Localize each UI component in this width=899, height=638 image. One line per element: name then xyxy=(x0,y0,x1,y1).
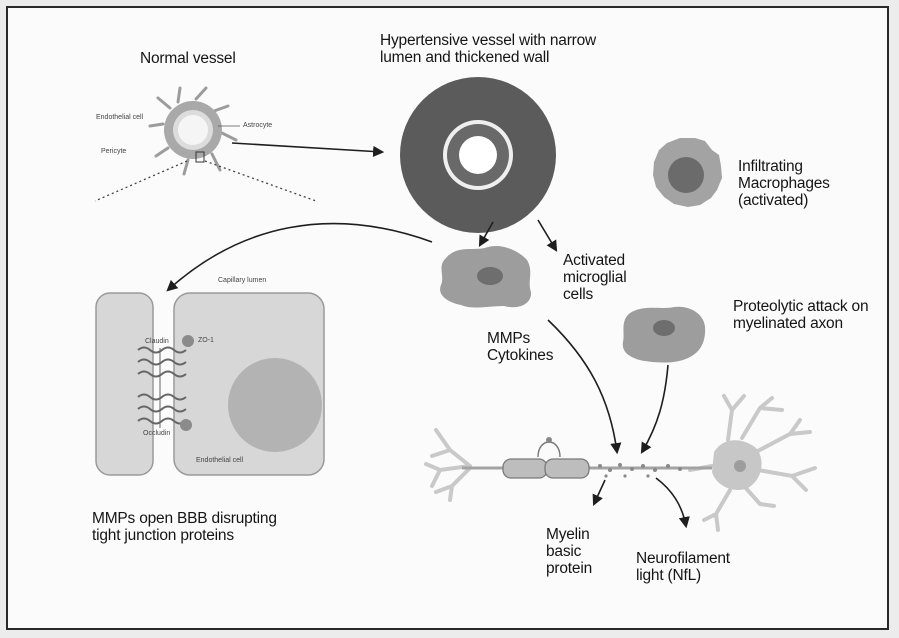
arrow-normal-to-hypertensive xyxy=(232,143,382,152)
capillary-lumen-label: Capillary lumen xyxy=(218,277,266,284)
microglia-cell-1 xyxy=(440,246,531,308)
endothelial-cell-inset-label: Endothelial cell xyxy=(196,457,243,464)
neuron-icon xyxy=(426,396,815,530)
zo1-label: ZO-1 xyxy=(198,337,214,344)
arrow-to-bbb xyxy=(168,224,432,290)
arrow-to-nfl xyxy=(656,478,686,526)
endothelial-cell-label: Endothelial cell xyxy=(96,114,143,121)
normal-vessel-icon xyxy=(150,88,240,174)
mmps-cytokines-label: MMPs Cytokines xyxy=(487,330,553,364)
bbb-disruption-label: MMPs open BBB disrupting tight junction … xyxy=(92,510,277,544)
arrow-to-myelin xyxy=(594,480,605,504)
astrocyte-label: Astrocyte xyxy=(243,122,272,129)
zo1-marker xyxy=(182,335,194,347)
hypertensive-vessel-icon xyxy=(400,77,556,233)
macrophage-icon xyxy=(653,138,722,207)
microglia-cell-2 xyxy=(623,307,705,363)
hypertensive-vessel-label: Hypertensive vessel with narrow lumen an… xyxy=(380,32,596,66)
arrow-proteolytic-to-neuron xyxy=(642,365,668,452)
activated-microglia-label: Activated microglial cells xyxy=(563,252,626,303)
endothelial-cells-inset xyxy=(96,293,324,475)
zoom-line-right xyxy=(205,161,316,201)
infiltrating-macrophages-label: Infiltrating Macrophages (activated) xyxy=(738,158,830,209)
normal-vessel-label: Normal vessel xyxy=(140,50,236,67)
proteolytic-attack-label: Proteolytic attack on myelinated axon xyxy=(733,298,868,332)
zoom-line-left xyxy=(95,161,187,201)
arrow-to-activated-label xyxy=(538,220,556,250)
neurofilament-light-label: Neurofilament light (NfL) xyxy=(636,550,730,584)
pericyte-label: Pericyte xyxy=(101,148,126,155)
claudin-label: Claudin xyxy=(145,338,169,345)
myelin-basic-protein-label: Myelin basic protein xyxy=(546,526,592,577)
arrow-mmps-to-neuron xyxy=(548,320,617,452)
occludin-marker xyxy=(180,419,192,431)
occludin-label: Occludin xyxy=(143,430,170,437)
